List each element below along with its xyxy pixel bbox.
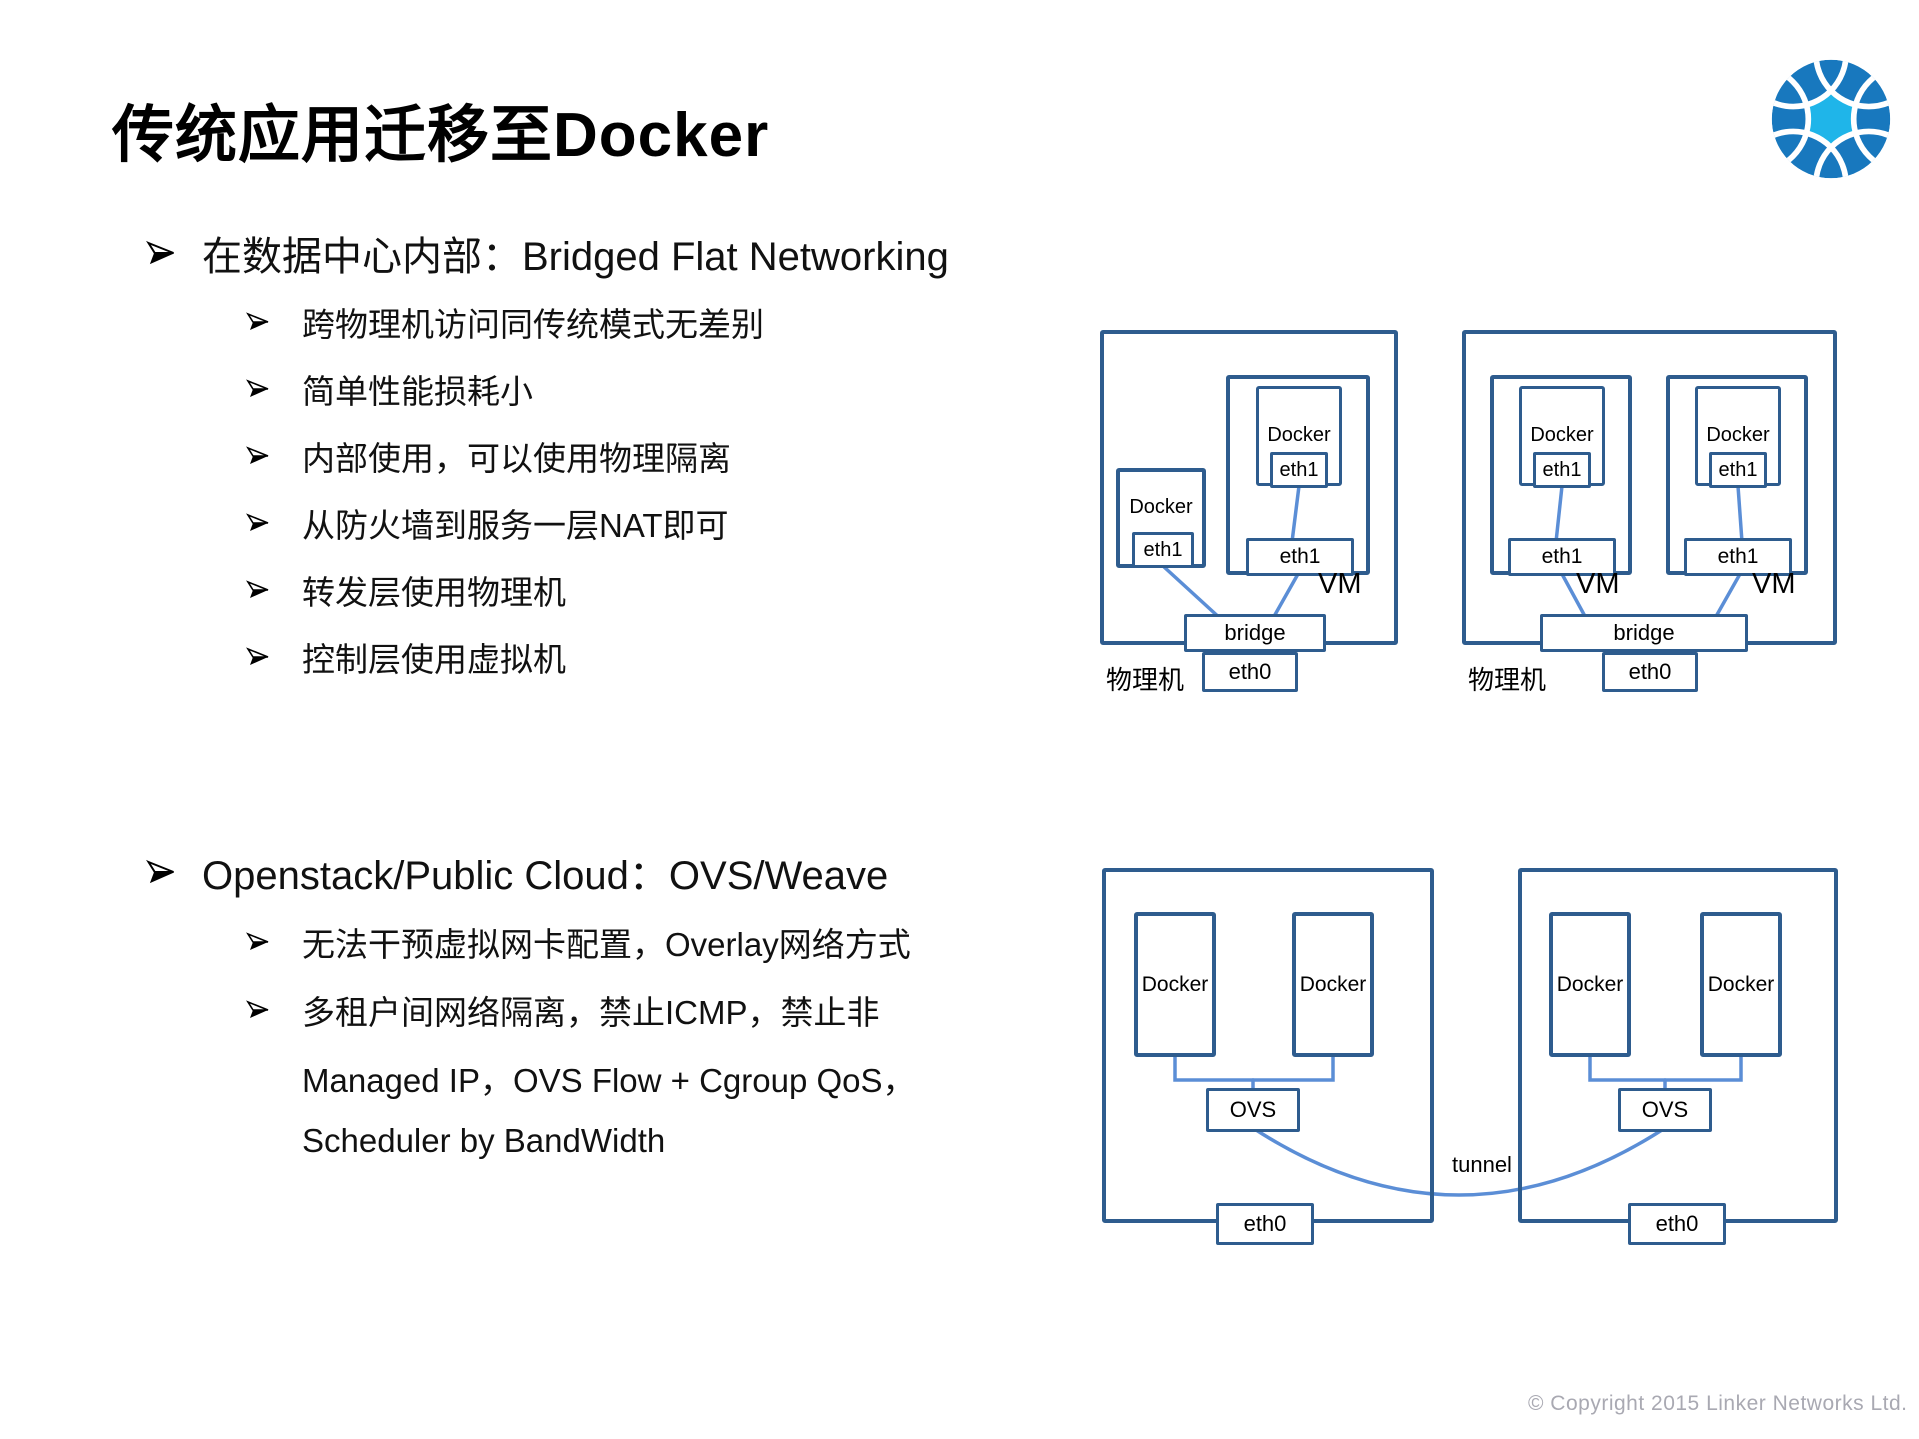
arrow-bullet-icon xyxy=(246,1000,269,1018)
arrow-bullet-icon xyxy=(246,647,269,665)
eth1-box: eth1 xyxy=(1684,538,1792,576)
ovs-box: OVS xyxy=(1206,1088,1300,1132)
list-item: 跨物理机访问同传统模式无差别 xyxy=(246,298,764,346)
copyright-footer: © Copyright 2015 Linker Networks Ltd. xyxy=(1528,1392,1908,1415)
arrow-bullet-icon xyxy=(246,580,269,598)
bullet-text: 无法干预虚拟网卡配置，Overlay网络方式 xyxy=(302,926,911,963)
arrow-bullet-icon xyxy=(246,379,269,397)
docker-label: Docker xyxy=(1129,496,1193,518)
list-item: 无法干预虚拟网卡配置，Overlay网络方式 xyxy=(246,918,911,966)
section2-heading-row: Openstack/Public Cloud：OVS/Weave xyxy=(146,843,888,901)
bullet-text: 跨物理机访问同传统模式无差别 xyxy=(302,306,764,343)
docker-label: Docker xyxy=(1706,424,1770,446)
eth1-box: eth1 xyxy=(1508,538,1616,576)
list-item: 简单性能损耗小 xyxy=(246,365,533,413)
bullet-text-continuation: Managed IP，OVS Flow + Cgroup QoS， xyxy=(302,1062,916,1099)
arrow-bullet-icon xyxy=(246,312,269,330)
bullet-text: 从防火墙到服务一层NAT即可 xyxy=(302,507,729,544)
arrow-bullet-icon xyxy=(146,859,174,884)
tunnel-label: tunnel xyxy=(1452,1152,1512,1177)
eth1-box: eth1 xyxy=(1709,452,1767,488)
linker-networks-logo-icon xyxy=(1771,59,1891,179)
arrow-bullet-icon xyxy=(246,932,269,950)
connector-eth1-to-eth1 xyxy=(1290,484,1301,544)
vm-label: VM xyxy=(1576,568,1620,600)
list-item: 内部使用，可以使用物理隔离 xyxy=(246,432,731,480)
bullet-text: 控制层使用虚拟机 xyxy=(302,641,566,678)
section2-heading: Openstack/Public Cloud：OVS/Weave xyxy=(202,854,889,898)
physical-machine-label: 物理机 xyxy=(1106,665,1185,695)
bullet-text: 内部使用，可以使用物理隔离 xyxy=(302,440,731,477)
vm-label: VM xyxy=(1752,568,1796,600)
eth1-box: eth1 xyxy=(1270,452,1328,488)
eth0-box: eth0 xyxy=(1216,1203,1314,1245)
section1-heading: 在数据中心内部：Bridged Flat Networking xyxy=(202,235,949,279)
list-item: 控制层使用虚拟机 xyxy=(246,633,566,681)
bridge-box: bridge xyxy=(1184,614,1326,652)
section1-heading-row: 在数据中心内部：Bridged Flat Networking xyxy=(146,224,949,282)
bullet-text: 转发层使用物理机 xyxy=(302,574,566,611)
arrow-bullet-icon xyxy=(146,240,174,265)
bullet-text: 多租户间网络隔离，禁止ICMP，禁止非 xyxy=(302,994,880,1031)
connector-vm-eth1-to-bridge xyxy=(1270,572,1300,622)
tunnel-curve xyxy=(1251,1126,1667,1197)
ovs-box: OVS xyxy=(1618,1088,1712,1132)
vm-label: VM xyxy=(1318,568,1362,600)
connector-eth1-to-eth1 xyxy=(1736,484,1744,544)
docker-label: Docker xyxy=(1267,424,1331,446)
docker-container-box: Docker xyxy=(1700,912,1782,1057)
bridge-box: bridge xyxy=(1540,614,1748,652)
bullet-text: 简单性能损耗小 xyxy=(302,373,533,410)
eth0-box: eth0 xyxy=(1602,652,1698,692)
list-item: 多租户间网络隔离，禁止ICMP，禁止非 xyxy=(246,986,880,1034)
docker-label: Docker xyxy=(1530,424,1594,446)
page-title: 传统应用迁移至Docker xyxy=(112,101,770,170)
eth1-box: eth1 xyxy=(1246,538,1354,576)
docker-container-box: Docker xyxy=(1292,912,1374,1057)
connector-vm-eth1-to-bridge xyxy=(1712,572,1742,622)
physical-machine-label: 物理机 xyxy=(1468,665,1547,695)
docker-container-box: Docker xyxy=(1134,912,1216,1057)
arrow-bullet-icon xyxy=(246,513,269,531)
eth0-box: eth0 xyxy=(1202,652,1298,692)
list-item: 转发层使用物理机 xyxy=(246,566,566,614)
eth1-box: eth1 xyxy=(1132,532,1194,568)
connector-eth1-to-eth1 xyxy=(1554,484,1564,544)
connector-vm-eth1-to-bridge xyxy=(1560,572,1589,622)
arrow-bullet-icon xyxy=(246,446,269,464)
eth0-box: eth0 xyxy=(1628,1203,1726,1245)
connector-docker-to-bridge xyxy=(1161,564,1224,622)
eth1-box: eth1 xyxy=(1533,452,1591,488)
bullet-text-continuation: Scheduler by BandWidth xyxy=(302,1122,666,1159)
list-item: 从防火墙到服务一层NAT即可 xyxy=(246,499,729,547)
docker-container-box: Docker xyxy=(1549,912,1631,1057)
